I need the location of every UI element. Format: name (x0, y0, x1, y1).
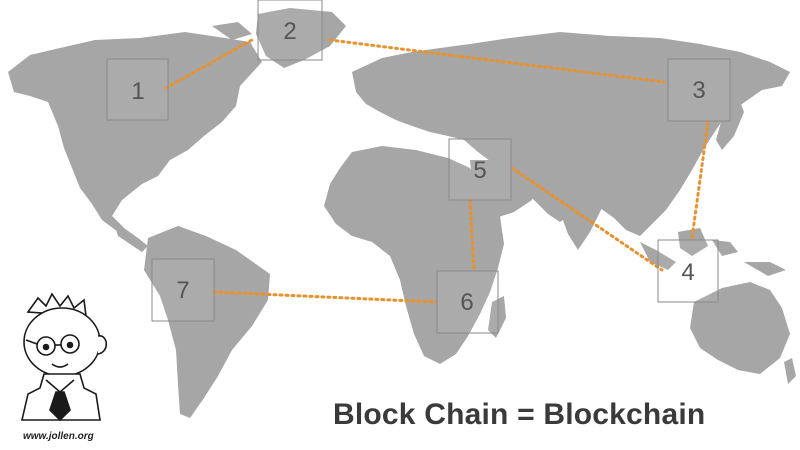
node-3-label: 3 (692, 77, 705, 104)
uk-landmass (396, 64, 414, 96)
node-2[interactable]: 2 (257, 0, 323, 61)
site-url-label: www.jollen.org (23, 431, 94, 442)
node-7-label: 7 (176, 277, 189, 304)
eurasia-landmass (352, 32, 790, 236)
node-6-label: 6 (460, 289, 473, 316)
link-3-4 (690, 120, 710, 240)
node-6[interactable]: 6 (436, 270, 499, 334)
new-zealand-landmass (784, 358, 796, 384)
page-title: Block Chain = Blockchain (333, 398, 706, 431)
australia-landmass (690, 282, 790, 374)
node-1-label: 1 (131, 78, 144, 105)
central-america-landmass (112, 216, 148, 252)
madagascar-landmass (488, 296, 506, 338)
south-america-landmass (144, 226, 270, 418)
arabia-landmass (470, 160, 532, 218)
connection-links (164, 38, 710, 304)
greenland-landmass (256, 8, 346, 68)
arctic-islands-landmass (150, 22, 252, 54)
node-5-label: 5 (473, 157, 486, 184)
node-1[interactable]: 1 (106, 58, 169, 121)
link-1-2 (164, 38, 254, 90)
southeast-asia-islands-landmass (640, 228, 786, 276)
japan-landmass (716, 96, 744, 150)
link-6-7 (212, 290, 438, 304)
north-america-landmass (8, 32, 262, 232)
link-2-3 (328, 38, 666, 84)
node-4[interactable]: 4 (657, 239, 719, 303)
node-4-label: 4 (681, 259, 694, 286)
node-2-label: 2 (283, 18, 296, 45)
node-5[interactable]: 5 (448, 138, 512, 201)
node-3[interactable]: 3 (667, 58, 731, 122)
node-boxes: 1 2 3 4 5 6 7 (106, 0, 731, 334)
india-landmass (560, 186, 602, 250)
node-7[interactable]: 7 (151, 258, 215, 322)
link-5-6 (468, 198, 476, 272)
link-4-5 (510, 166, 664, 272)
cartoon-boy-with-glasses-icon (20, 292, 108, 422)
